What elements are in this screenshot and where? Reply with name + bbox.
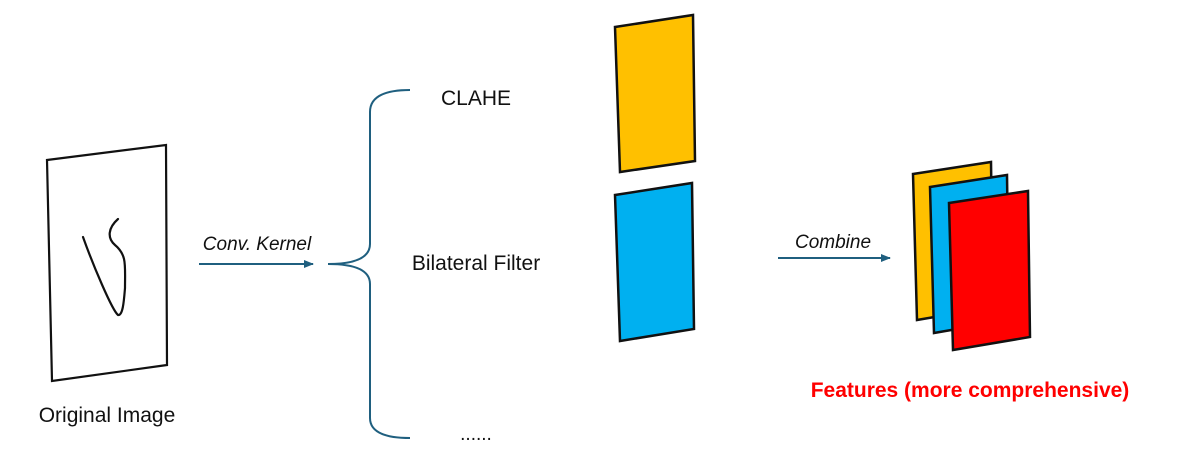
ellipsis-label: ...... [460,424,492,445]
features-label: Features (more comprehensive) [811,379,1130,402]
conv-kernel-label: Conv. Kernel [203,234,312,255]
clahe-feature-panel [613,13,697,174]
handwritten-stroke [81,217,127,317]
branch-brace [327,89,411,439]
clahe-label: CLAHE [441,87,511,110]
combine-label: Combine [795,232,871,253]
original-image-panel [45,143,169,383]
bilateral-filter-label: Bilateral Filter [412,252,540,275]
bilateral-feature-panel [613,181,696,343]
original-image-frame [45,143,169,383]
original-image-label: Original Image [39,404,176,427]
combined-feature-stack [911,160,1032,352]
stack-layer-red [947,189,1032,352]
